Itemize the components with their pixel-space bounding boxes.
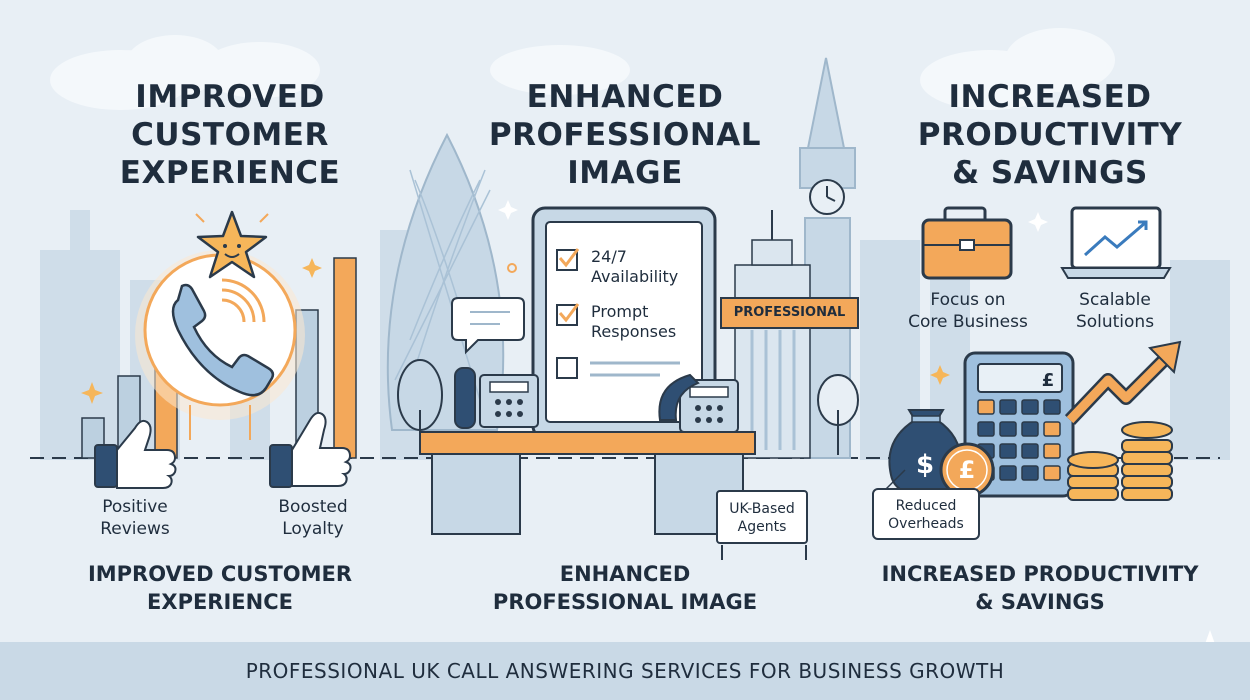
right-title-line-1: INCREASED (948, 79, 1152, 115)
phone-glow-icon (135, 250, 305, 440)
office-desk (419, 431, 756, 535)
label-line: Loyalty (282, 519, 344, 539)
sign-line: UK-Based (729, 501, 795, 517)
middle-title-line-2: PROFESSIONAL (488, 117, 762, 153)
right-column-subtitle: INCREASED PRODUCTIVITY & SAVINGS (860, 560, 1220, 616)
professional-ribbon: PROFESSIONAL (720, 297, 859, 329)
subtitle-line: PROFESSIONAL IMAGE (492, 590, 758, 614)
pound-coin-symbol: £ (958, 456, 976, 484)
tablet-item-line: 24/7 (591, 247, 627, 266)
label-focus-core-business: Focus on Core Business (893, 289, 1043, 333)
office-building (734, 210, 811, 459)
right-title-line-2: PRODUCTIVITY (917, 117, 1183, 153)
left-title-line-1: IMPROVED (135, 79, 325, 115)
left-title-line-3: EXPERIENCE (119, 155, 341, 191)
subtitle-line: & SAVINGS (975, 590, 1105, 614)
subtitle-line: EXPERIENCE (147, 590, 293, 614)
label-scalable-solutions: Scalable Solutions (1050, 289, 1180, 333)
tablet-item-line: Responses (591, 322, 677, 341)
sign-line: Agents (737, 519, 787, 535)
money-bag-symbol: $ (915, 450, 935, 480)
label-line: Core Business (908, 312, 1028, 332)
tag-line: Reduced (895, 498, 957, 514)
middle-title-line-3: IMAGE (567, 155, 683, 191)
tablet-item-responses: Prompt Responses (591, 302, 701, 342)
gherkin-building (386, 132, 505, 431)
label-line: Boosted (278, 497, 348, 517)
subtitle-line: ENHANCED (559, 562, 691, 586)
middle-column-title: ENHANCED PROFESSIONAL IMAGE (475, 78, 775, 192)
pound-coin-icon (939, 442, 995, 498)
thumbs-up-icon-loyalty (269, 411, 352, 488)
briefcase-icon (921, 206, 1013, 280)
bar-chart-decoration (81, 257, 357, 459)
left-column-title: IMPROVED CUSTOMER EXPERIENCE (95, 78, 365, 192)
right-title-line-3: & SAVINGS (952, 155, 1148, 191)
desk-phone-icon-right (658, 373, 739, 433)
tablet-item-line: Prompt (591, 302, 649, 321)
left-column-subtitle: IMPROVED CUSTOMER EXPERIENCE (60, 560, 380, 616)
tree-icons (397, 359, 859, 455)
label-line: Focus on (930, 290, 1006, 310)
label-line: Reviews (100, 519, 170, 539)
reduced-overheads-tag: Reduced Overheads (872, 488, 980, 540)
subtitle-line: IMPROVED CUSTOMER (87, 562, 353, 586)
label-line: Solutions (1075, 312, 1155, 332)
uk-based-agents-sign: UK-Based Agents (716, 490, 808, 544)
tablet-item-availability: 24/7 Availability (591, 247, 701, 287)
laptop-trend-icon (1060, 206, 1172, 279)
tag-line: Overheads (888, 516, 964, 532)
footer-banner: PROFESSIONAL UK CALL ANSWERING SERVICES … (0, 642, 1250, 700)
growth-arrow-icon (1064, 340, 1182, 425)
thumbs-up-icon-reviews (94, 419, 177, 489)
tablet-item-line: Availability (591, 267, 679, 286)
label-line: Positive (102, 497, 168, 517)
chat-bubble-icon (451, 297, 525, 355)
tablet-device (531, 206, 717, 440)
coin-stacks-icon (1067, 421, 1173, 501)
label-boosted-loyalty: Boosted Loyalty (248, 496, 378, 540)
calculator-display: £ (1041, 370, 1055, 391)
smiling-star-icon (195, 210, 269, 279)
label-positive-reviews: Positive Reviews (70, 496, 200, 540)
label-line: Scalable (1079, 290, 1151, 310)
left-title-line-2: CUSTOMER (131, 117, 329, 153)
right-column-title: INCREASED PRODUCTIVITY & SAVINGS (890, 78, 1210, 192)
subtitle-line: INCREASED PRODUCTIVITY (881, 562, 1199, 586)
clouds (50, 28, 1115, 110)
middle-title-line-1: ENHANCED (526, 79, 724, 115)
desk-phone-icon-left (454, 367, 539, 429)
middle-column-subtitle: ENHANCED PROFESSIONAL IMAGE (460, 560, 790, 616)
